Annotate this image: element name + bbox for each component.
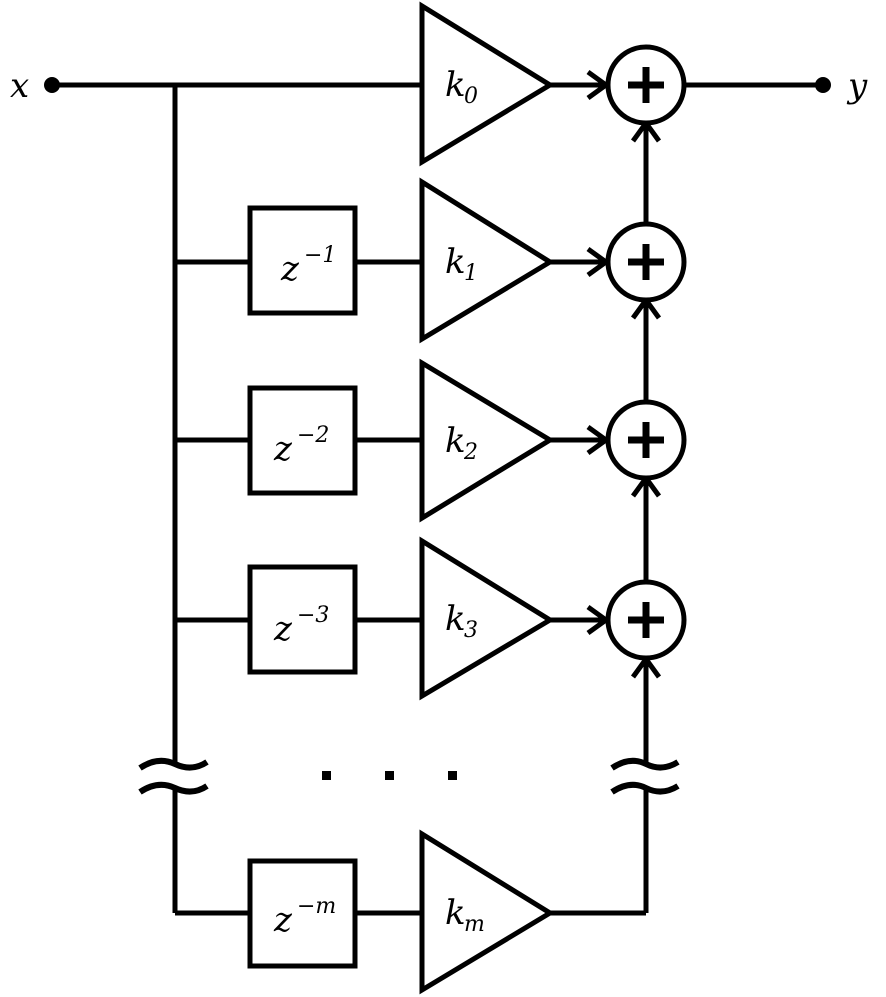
gain-1-base: k bbox=[445, 242, 466, 282]
gain-triangle-3 bbox=[419, 536, 555, 701]
ellipsis-dots bbox=[322, 771, 457, 780]
gain-0-base: k bbox=[445, 65, 466, 105]
gain-triangle-1 bbox=[419, 177, 555, 344]
gain-3-base: k bbox=[445, 599, 466, 639]
summer-0 bbox=[605, 44, 687, 126]
tap-bus-break bbox=[138, 757, 209, 795]
delay-2-exp: −2 bbox=[297, 423, 329, 448]
input-label: x bbox=[10, 66, 29, 106]
output-label: y bbox=[846, 66, 868, 106]
delay-2-base: z bbox=[273, 429, 293, 469]
gain-0-sub: 0 bbox=[464, 84, 478, 109]
output-terminal bbox=[815, 77, 831, 93]
gain-2-base: k bbox=[445, 421, 466, 461]
summer-3 bbox=[605, 579, 687, 661]
gain-2-sub: 2 bbox=[463, 440, 478, 465]
gain-m-sub: m bbox=[464, 912, 485, 937]
delay-3-exp: −3 bbox=[297, 603, 329, 628]
delay-1-base: z bbox=[280, 249, 300, 289]
gain-triangle-0 bbox=[419, 1, 555, 167]
summer-1 bbox=[605, 221, 687, 303]
delay-3-base: z bbox=[273, 609, 293, 649]
gain-1-sub: 1 bbox=[464, 261, 478, 286]
summer-2 bbox=[605, 399, 687, 481]
delay-m-base: z bbox=[273, 900, 293, 940]
gain-triangle-2 bbox=[419, 358, 555, 523]
gain-triangle-m bbox=[419, 829, 555, 995]
delay-block-m bbox=[247, 858, 358, 969]
delay-m-exp: −m bbox=[297, 894, 336, 919]
gain-m-base: k bbox=[445, 893, 466, 933]
right-bus-break bbox=[610, 757, 680, 795]
gain-3-sub: 3 bbox=[464, 618, 478, 643]
delay-block-1 bbox=[247, 205, 358, 316]
delay-1-exp: −1 bbox=[304, 243, 336, 268]
